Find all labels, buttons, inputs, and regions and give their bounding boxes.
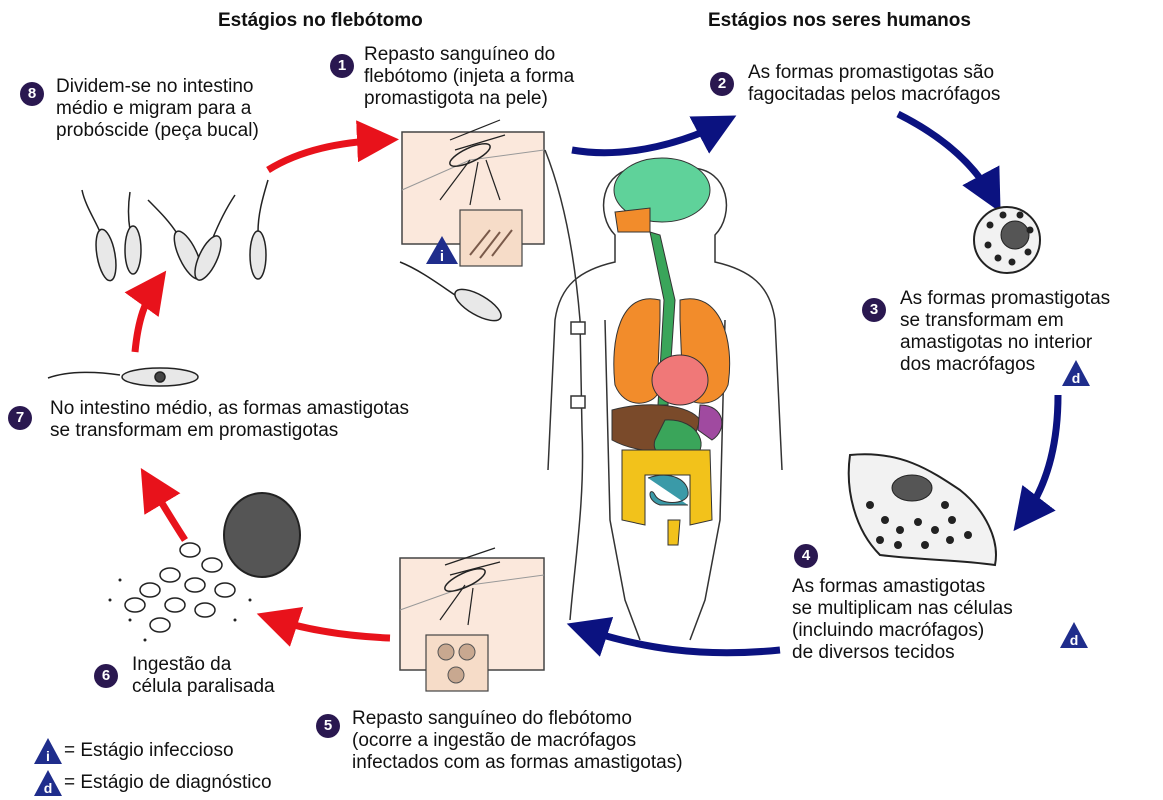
step-1-line-2: flebótomo (injeta a forma — [364, 66, 574, 88]
step-5-line-3: infectados com as formas amastigotas) — [352, 752, 683, 774]
sandfly-bite-illustration-bottom — [400, 548, 544, 691]
sandfly-bite-illustration-top — [402, 120, 544, 266]
arrow-5-to-6 — [270, 618, 390, 638]
step-1-line-1: Repasto sanguíneo do — [364, 44, 574, 66]
step-3-line-3: amastigotas no interior — [900, 332, 1110, 354]
step-6-line-1: Ingestão da — [132, 654, 275, 676]
step-number-badge: 5 — [316, 714, 340, 738]
legend-infective-label: = Estágio infeccioso — [64, 740, 234, 762]
step-number-badge: 6 — [94, 664, 118, 688]
small-intestine — [648, 475, 688, 505]
step-3-line-1: As formas promastigotas — [900, 288, 1110, 310]
arrow-3-to-4 — [1022, 395, 1058, 520]
step-8-line-1: Dividem-se no intestino — [56, 76, 259, 98]
arrow-7-to-8 — [135, 282, 158, 352]
arrow-6-to-7 — [148, 480, 185, 540]
step-1-line-3: promastigota na pele) — [364, 88, 574, 110]
step-5-line-2: (ocorre a ingestão de macrófagos — [352, 730, 683, 752]
dividing-promastigotes — [82, 180, 268, 284]
promastigote-infective — [400, 262, 506, 327]
step-5-line-1: Repasto sanguíneo do flebótomo — [352, 708, 683, 730]
step-number-badge: 7 — [8, 406, 32, 430]
arrow-4-to-5 — [580, 628, 780, 653]
step-4-line-2: se multiplicam nas células — [792, 598, 1013, 620]
step-number-badge: 2 — [710, 72, 734, 96]
step-4-line-3: (incluindo macrófagos) — [792, 620, 1013, 642]
step-3-line-4: dos macrófagos — [900, 354, 1110, 376]
spleen — [698, 405, 722, 440]
step-number-badge: 8 — [20, 82, 44, 106]
step-2-line-2: fagocitadas pelos macrófagos — [748, 84, 1000, 106]
step-3-line-2: se transformam em — [900, 310, 1110, 332]
arrow-2-to-3 — [898, 114, 994, 200]
step-7-line-2: se transformam em promastigotas — [50, 420, 409, 442]
rectum — [668, 520, 680, 545]
step-8-line-3: probóscide (peça bucal) — [56, 120, 259, 142]
infected-tissue-cell — [849, 454, 996, 565]
step-4-line-1: As formas amastigotas — [792, 576, 1013, 598]
step-7-line-1: No intestino médio, as formas amastigota… — [50, 398, 409, 420]
arrow-1-to-2 — [572, 122, 724, 153]
step-2-line-1: As formas promastigotas são — [748, 62, 1000, 84]
step-4-line-4: de diversos tecidos — [792, 642, 1013, 664]
arrow-8-to-1 — [268, 140, 385, 170]
macrophage-with-amastigotes — [974, 207, 1040, 273]
legend-diagnostic-label: = Estágio de diagnóstico — [64, 772, 272, 794]
transforming-promastigote — [48, 368, 198, 386]
sinus — [615, 208, 650, 232]
heart — [652, 355, 708, 405]
step-number-badge: 4 — [794, 544, 818, 568]
step-number-badge: 3 — [862, 298, 886, 322]
step-6-line-2: célula paralisada — [132, 676, 275, 698]
human-organs — [612, 158, 730, 545]
step-8-line-2: médio e migram para a — [56, 98, 259, 120]
step-number-badge: 1 — [330, 54, 354, 78]
